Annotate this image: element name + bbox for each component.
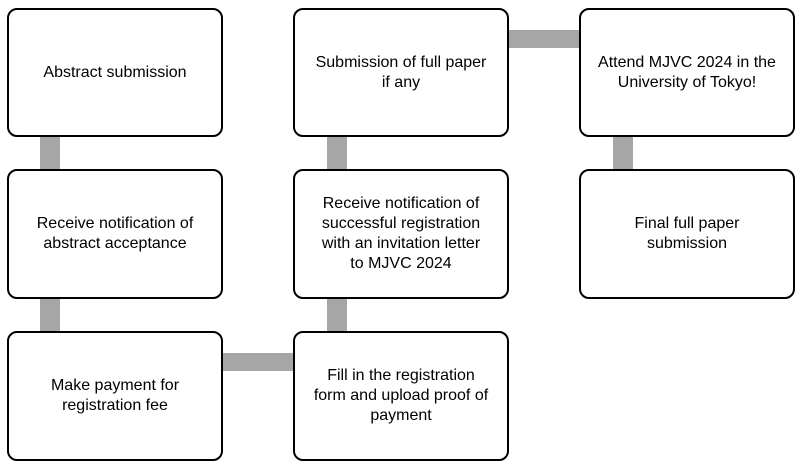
step-abstract-submission: Abstract submission — [7, 8, 223, 137]
connector-registration-form-to-registration-notification — [327, 298, 347, 332]
step-label: Receive notification of successful regis… — [321, 195, 481, 272]
step-registration-form: Fill in the registration form and upload… — [293, 331, 509, 461]
step-full-paper-submission: Submission of full paper if any — [293, 8, 509, 137]
step-label: Receive notification of abstract accepta… — [36, 215, 194, 252]
connector-payment-to-registration-form — [222, 353, 294, 371]
step-label: Final full paper submission — [634, 215, 740, 252]
step-registration-fee-payment: Make payment for registration fee — [7, 331, 223, 461]
step-label: Attend MJVC 2024 in the University of To… — [598, 53, 776, 91]
step-label: Fill in the registration form and upload… — [313, 367, 489, 424]
step-attend-conference: Attend MJVC 2024 in the University of To… — [579, 8, 795, 137]
connector-full-paper-to-attend — [508, 30, 580, 48]
step-label: Submission of full paper if any — [315, 53, 487, 91]
connector-registration-notification-to-full-paper — [327, 136, 347, 170]
step-label: Make payment for registration fee — [50, 377, 180, 414]
connector-acceptance-to-payment — [40, 298, 60, 332]
step-abstract-acceptance-notification: Receive notification of abstract accepta… — [7, 169, 223, 299]
step-final-paper-submission: Final full paper submission — [579, 169, 795, 299]
step-label: Abstract submission — [43, 63, 187, 81]
connector-attend-to-final-paper — [613, 136, 633, 170]
step-registration-notification: Receive notification of successful regis… — [293, 169, 509, 299]
connector-abstract-to-acceptance — [40, 136, 60, 170]
